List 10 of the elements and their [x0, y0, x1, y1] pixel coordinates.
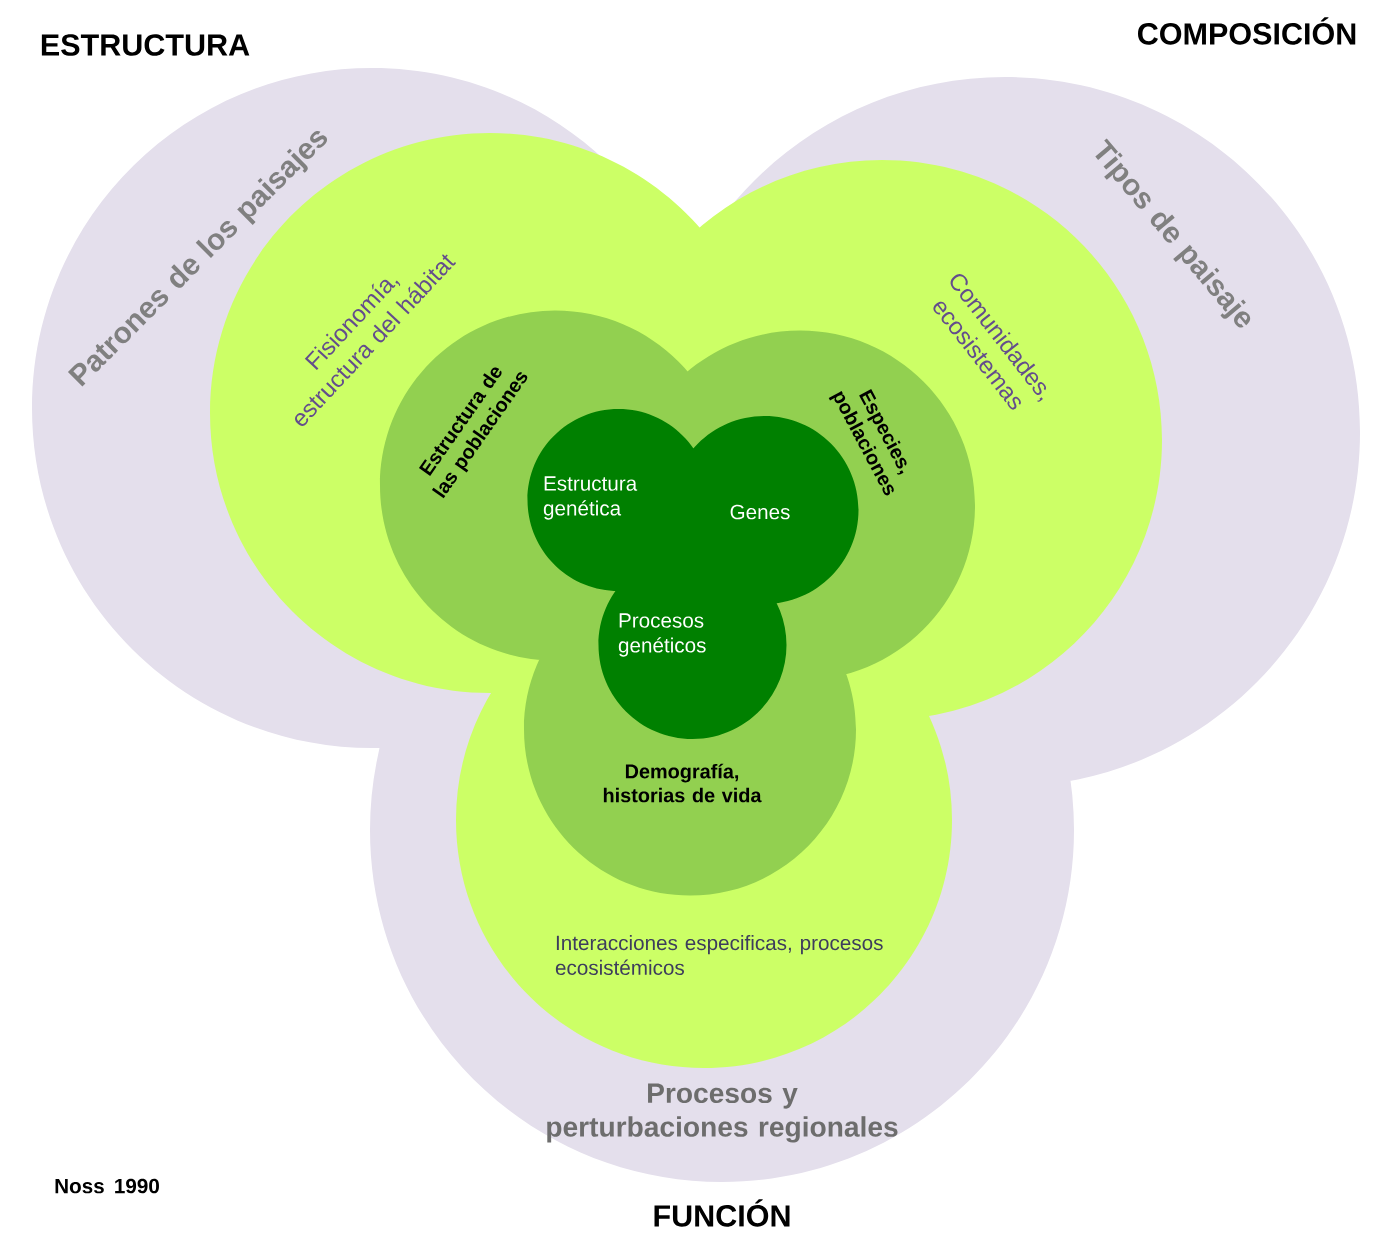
shape-label: Estructura genética [543, 476, 638, 520]
heading: COMPOSICIÓN [1138, 17, 1356, 45]
shape-label: Demografía, historias de vida [603, 763, 762, 803]
heading: FUNCIÓN [654, 1199, 790, 1227]
heading: Noss 1990 [55, 1178, 159, 1194]
shape-label: Genes [730, 504, 790, 520]
shape-label: Procesos genéticos [618, 613, 706, 657]
shape-label: Procesos y perturbaciones regionales [547, 1083, 898, 1143]
shape-label: Interacciones especificas, procesos ecosistémicos [555, 935, 883, 975]
heading: ESTRUCTURA [41, 34, 250, 56]
